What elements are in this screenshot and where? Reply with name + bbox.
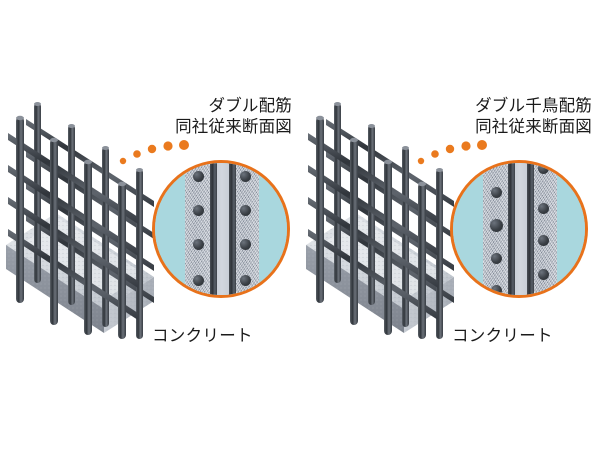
concrete-label: コンクリート xyxy=(152,326,253,345)
caption-line-1: ダブル千鳥配筋 xyxy=(475,96,592,115)
caption-line-2: 同社従来断面図 xyxy=(175,117,292,137)
rebar-horizontal-front xyxy=(8,133,138,320)
panel-caption: ダブル配筋 同社従来断面図 xyxy=(175,95,292,137)
rebar-vertical-back xyxy=(34,102,143,339)
concrete-label: コンクリート xyxy=(452,326,553,345)
cross-section-inset xyxy=(152,160,290,298)
rebar-vertical-back xyxy=(334,102,443,339)
rebar-dot xyxy=(538,269,549,280)
rebar-line-left xyxy=(508,163,515,295)
rebar-vertical-front xyxy=(16,115,126,339)
rebar-dot xyxy=(538,163,549,174)
rebar-dot xyxy=(538,235,549,246)
rebar-dot xyxy=(240,239,251,250)
rebar-line-left xyxy=(210,163,217,295)
rebar-horizontal-front xyxy=(308,133,438,320)
rebar-assembly-3d xyxy=(4,95,164,339)
rebar-dot xyxy=(490,219,503,232)
rebar-dot xyxy=(193,239,204,250)
rebar-dot xyxy=(491,187,502,198)
rebar-dot xyxy=(491,253,502,264)
panel-double-staggered-rebar: ダブル千鳥配筋 同社従来断面図 コンクリート xyxy=(300,0,600,449)
concrete-band-left xyxy=(185,163,211,295)
rebar-dot xyxy=(240,171,251,182)
rebar-dot xyxy=(193,205,204,216)
rebar-dot xyxy=(193,171,204,182)
rebar-dot xyxy=(491,285,502,295)
rebar-line-right xyxy=(527,163,534,295)
rebar-dot xyxy=(240,205,251,216)
rebar-dot xyxy=(193,275,204,286)
caption-line-1: ダブル配筋 xyxy=(208,96,292,115)
panel-double-rebar: ダブル配筋 同社従来断面図 コンクリート xyxy=(4,95,292,345)
caption-line-2: 同社従来断面図 xyxy=(475,117,592,137)
cross-section-inset xyxy=(450,160,588,298)
rebar-assembly-3d xyxy=(304,95,464,339)
concrete-band-right xyxy=(233,163,259,295)
rebar-dot xyxy=(538,203,549,214)
rebar-vertical-front xyxy=(316,115,426,339)
rebar-dot xyxy=(240,275,251,286)
panel-caption: ダブル千鳥配筋 同社従来断面図 xyxy=(475,95,592,137)
rebar-line-right xyxy=(229,163,236,295)
